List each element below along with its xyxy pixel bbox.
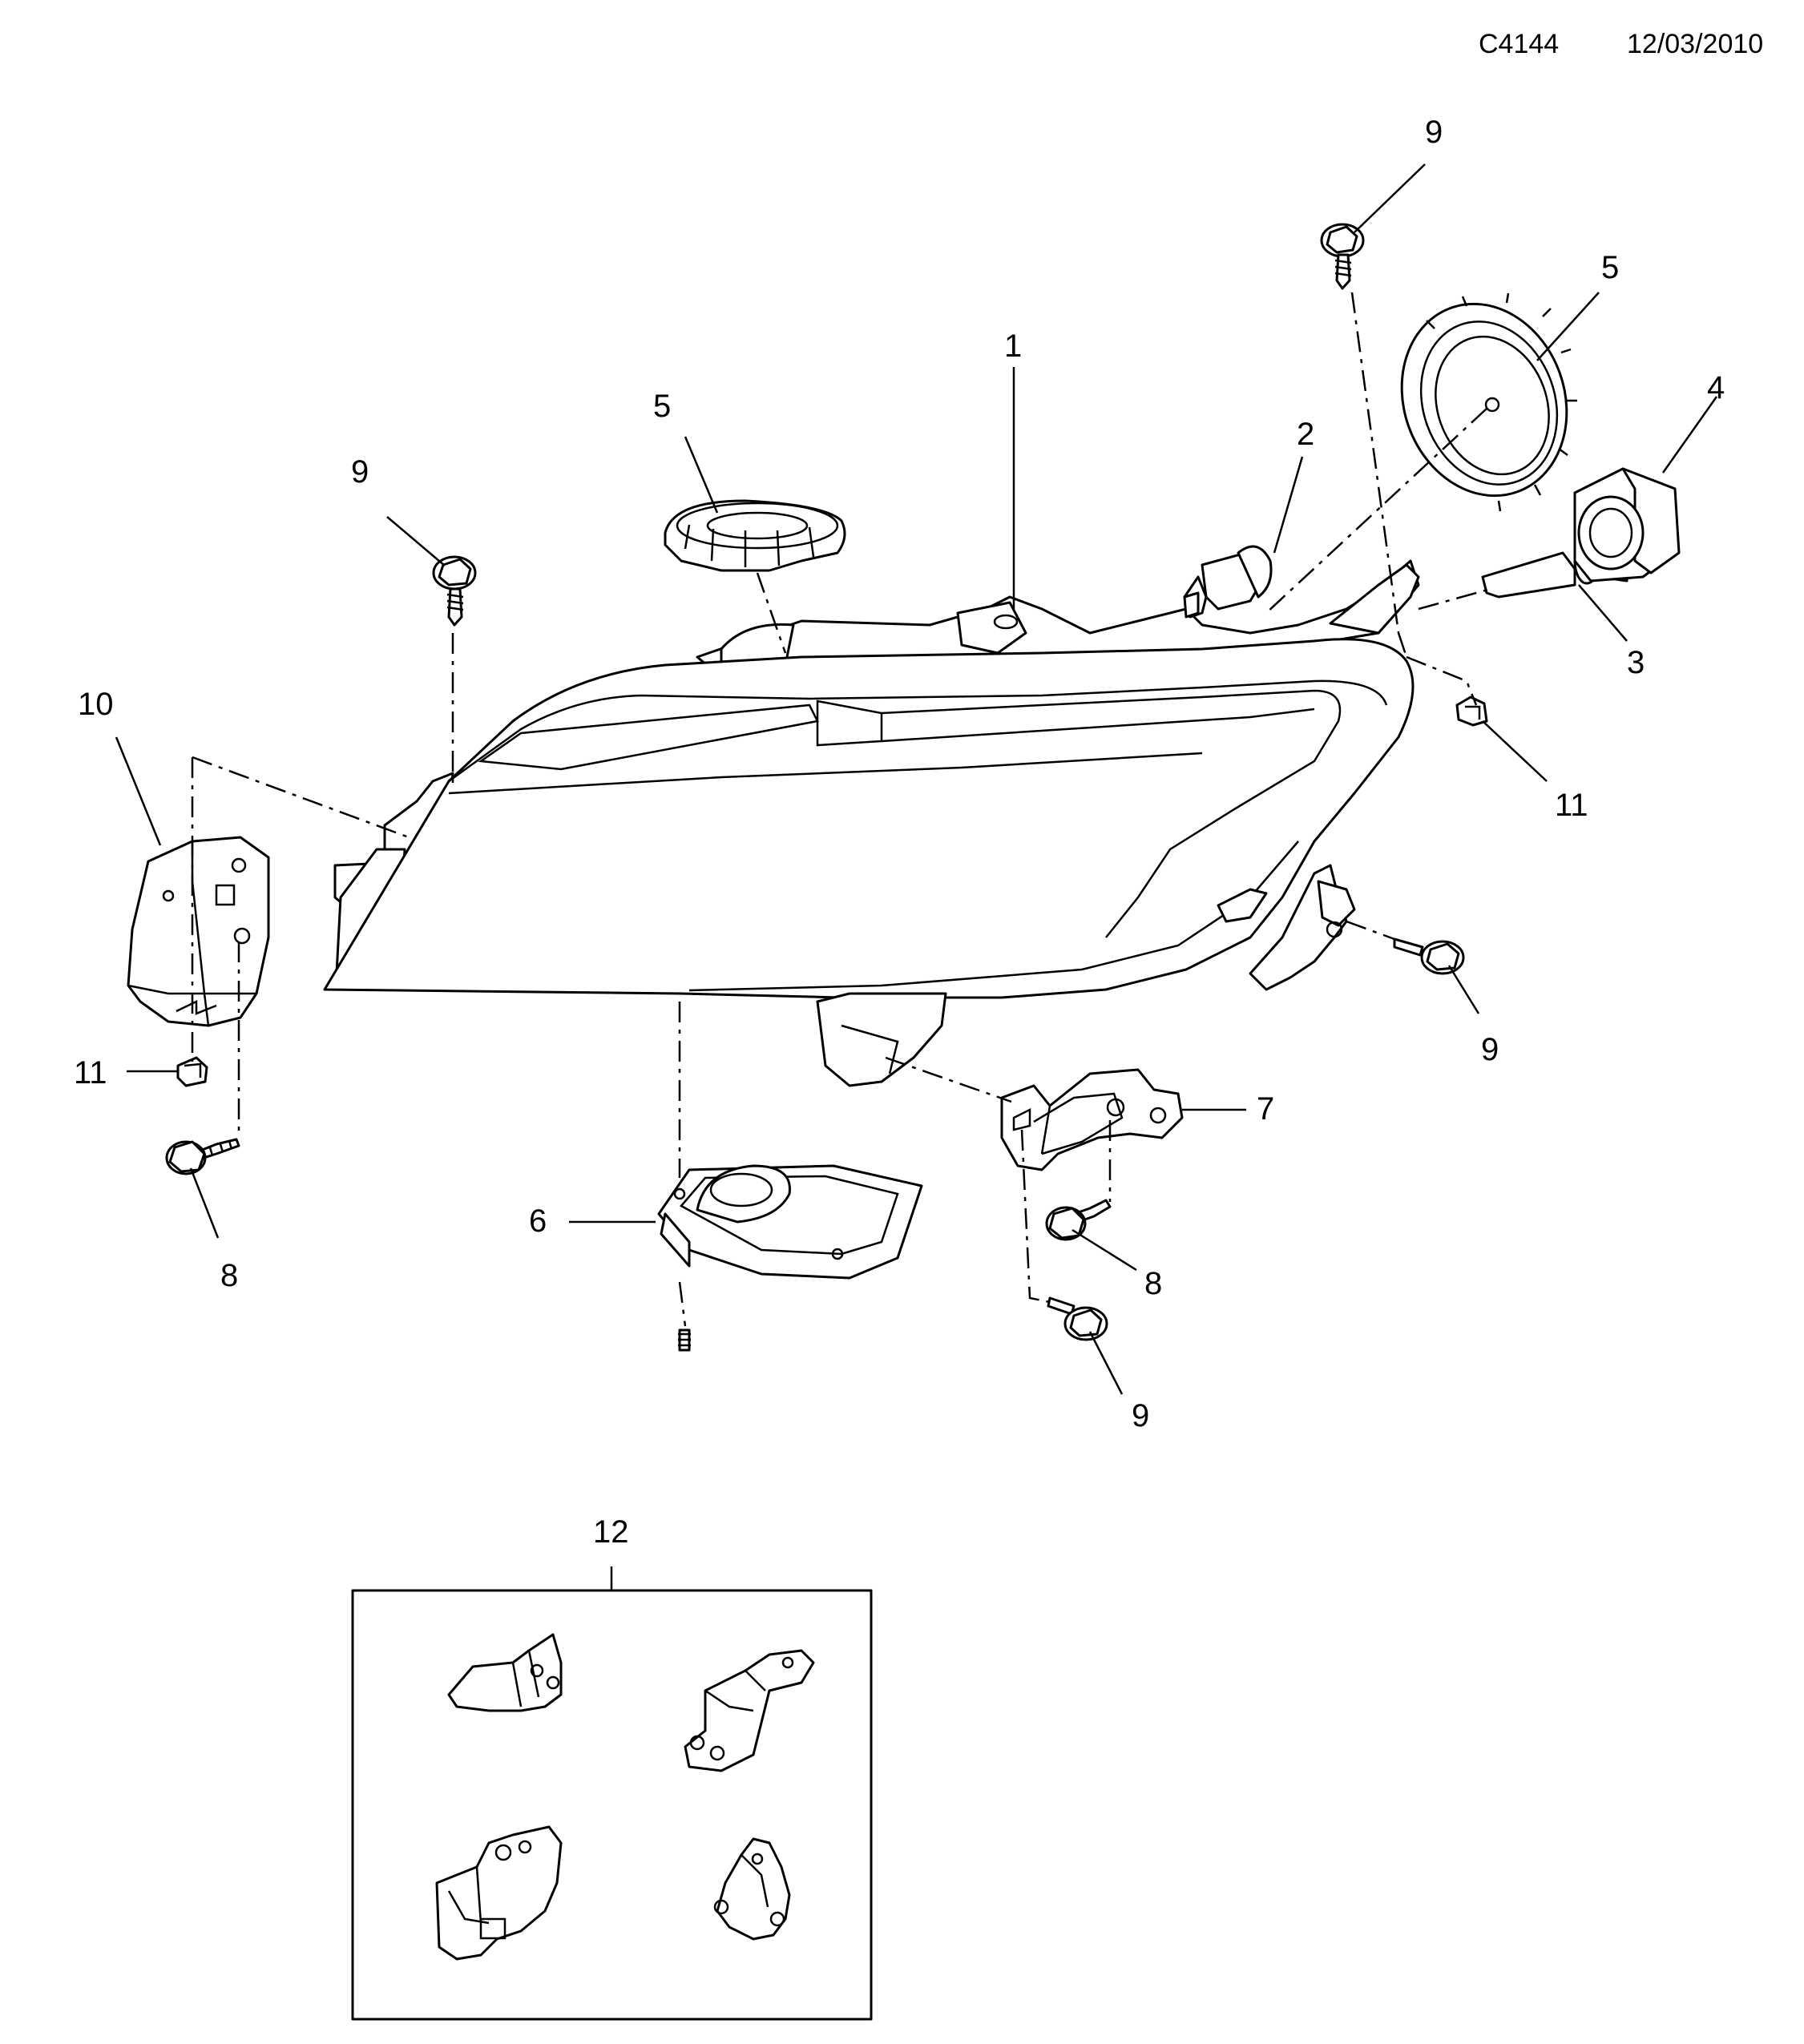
bulb-part-2 — [1183, 545, 1273, 619]
callout-1: 1 — [1004, 329, 1022, 364]
callout-8-left: 8 — [220, 1258, 238, 1293]
callout-numbers: 1 2 3 4 5 5 6 7 8 8 9 9 9 9 10 11 11 12 — [74, 115, 1725, 1550]
screw-part-9-top-right — [1320, 223, 1365, 290]
bulb-socket-part-4 — [1573, 467, 1681, 583]
bolt-part-8-left — [165, 1138, 240, 1175]
kit-item-bottom-right — [713, 1837, 791, 1941]
cover-cap-part-5-left — [664, 499, 846, 572]
callout-8-right: 8 — [1144, 1266, 1162, 1301]
callout-10: 10 — [78, 687, 114, 722]
callout-9-top: 9 — [1425, 115, 1443, 150]
callout-11-left: 11 — [74, 1055, 107, 1091]
callout-5-right: 5 — [1601, 250, 1619, 285]
callout-9-right: 9 — [1481, 1032, 1499, 1067]
callout-6: 6 — [529, 1203, 547, 1239]
clip-part-11-left — [176, 1056, 208, 1087]
callout-9-left: 9 — [351, 454, 369, 490]
diagram-date: 12/03/2010 — [1627, 29, 1763, 59]
screw-part-9-right — [1393, 937, 1465, 975]
screw-part-9-bottom — [1047, 1296, 1108, 1341]
kit-item-top-right — [684, 1649, 815, 1772]
screw-part-9-left — [432, 555, 477, 627]
callout-2: 2 — [1297, 417, 1314, 452]
diagram-code: C4144 — [1479, 29, 1559, 59]
callout-4: 4 — [1707, 370, 1725, 405]
callout-12: 12 — [593, 1514, 629, 1550]
bracket-part-7 — [1000, 1068, 1184, 1171]
part-12-kit-box — [351, 1566, 873, 2021]
callout-3: 3 — [1627, 645, 1645, 680]
kit-item-top-left — [447, 1633, 563, 1712]
clip-part-11-right — [1455, 695, 1488, 727]
callout-11-right: 11 — [1555, 788, 1588, 823]
headlamp-assembly — [323, 559, 1420, 1087]
callout-5-left: 5 — [653, 389, 671, 424]
callout-9-bottom: 9 — [1132, 1398, 1149, 1433]
bracket-part-10 — [127, 836, 270, 1027]
callout-leaders — [115, 163, 1718, 1395]
callout-7: 7 — [1257, 1091, 1274, 1127]
assembly-dash-lines — [191, 292, 1491, 1327]
cover-cap-part-5-right — [1400, 292, 1577, 512]
kit-item-bottom-left — [435, 1825, 563, 1961]
ballast-module-part-6 — [657, 1164, 923, 1352]
